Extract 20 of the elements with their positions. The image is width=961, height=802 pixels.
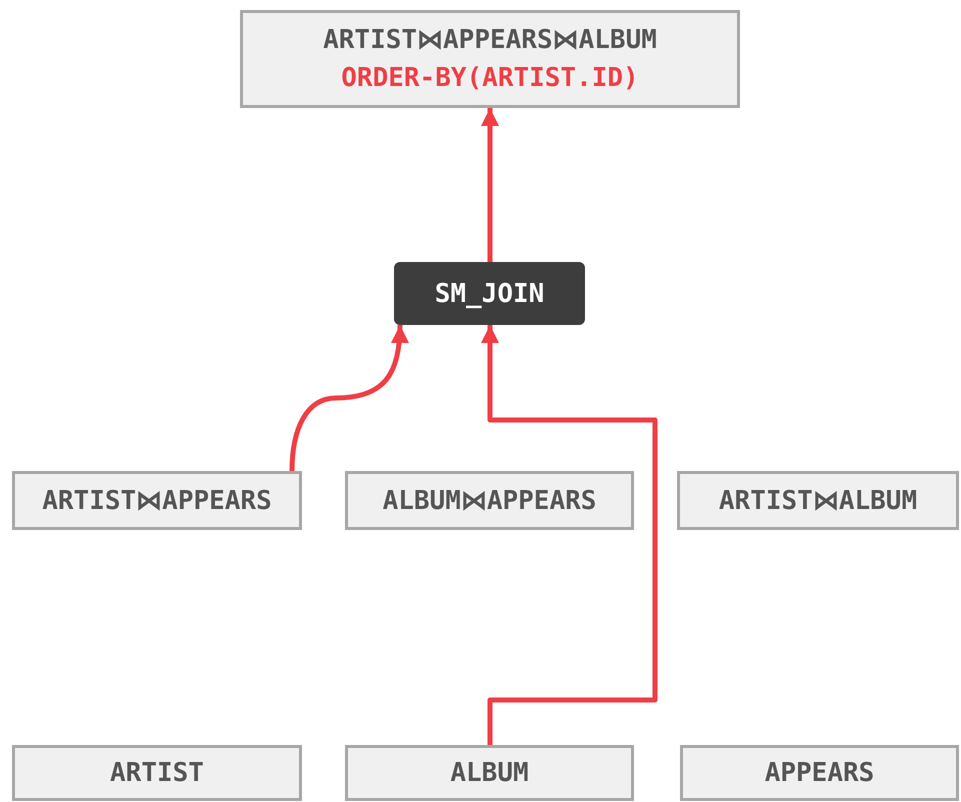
relation-box: [12, 745, 302, 801]
relation-box: [12, 471, 302, 530]
node-label: ARTIST⋈APPEARS⋈ALBUM: [323, 24, 657, 57]
relation-box: [345, 745, 634, 801]
node-label: ALBUM⋈APPEARS: [382, 484, 596, 518]
node-label: ARTIST: [110, 757, 204, 790]
arrow: [290, 324, 408, 472]
relation-box: [677, 471, 959, 530]
node-label: ARTIST⋈ALBUM: [718, 484, 918, 518]
relation-box: [345, 471, 634, 530]
node-label: SM_JOIN: [434, 278, 544, 310]
node-label: APPEARS: [764, 757, 874, 790]
arrow: [481, 108, 499, 262]
node-label: ALBUM: [450, 757, 529, 790]
arrow: [481, 325, 658, 745]
relation-box: [680, 745, 959, 801]
result-box: [240, 10, 740, 108]
node-label: ARTIST⋈APPEARS: [42, 484, 272, 518]
operator-box: [394, 262, 585, 325]
sort-label: ORDER-BY(ARTIST.ID): [341, 62, 639, 95]
